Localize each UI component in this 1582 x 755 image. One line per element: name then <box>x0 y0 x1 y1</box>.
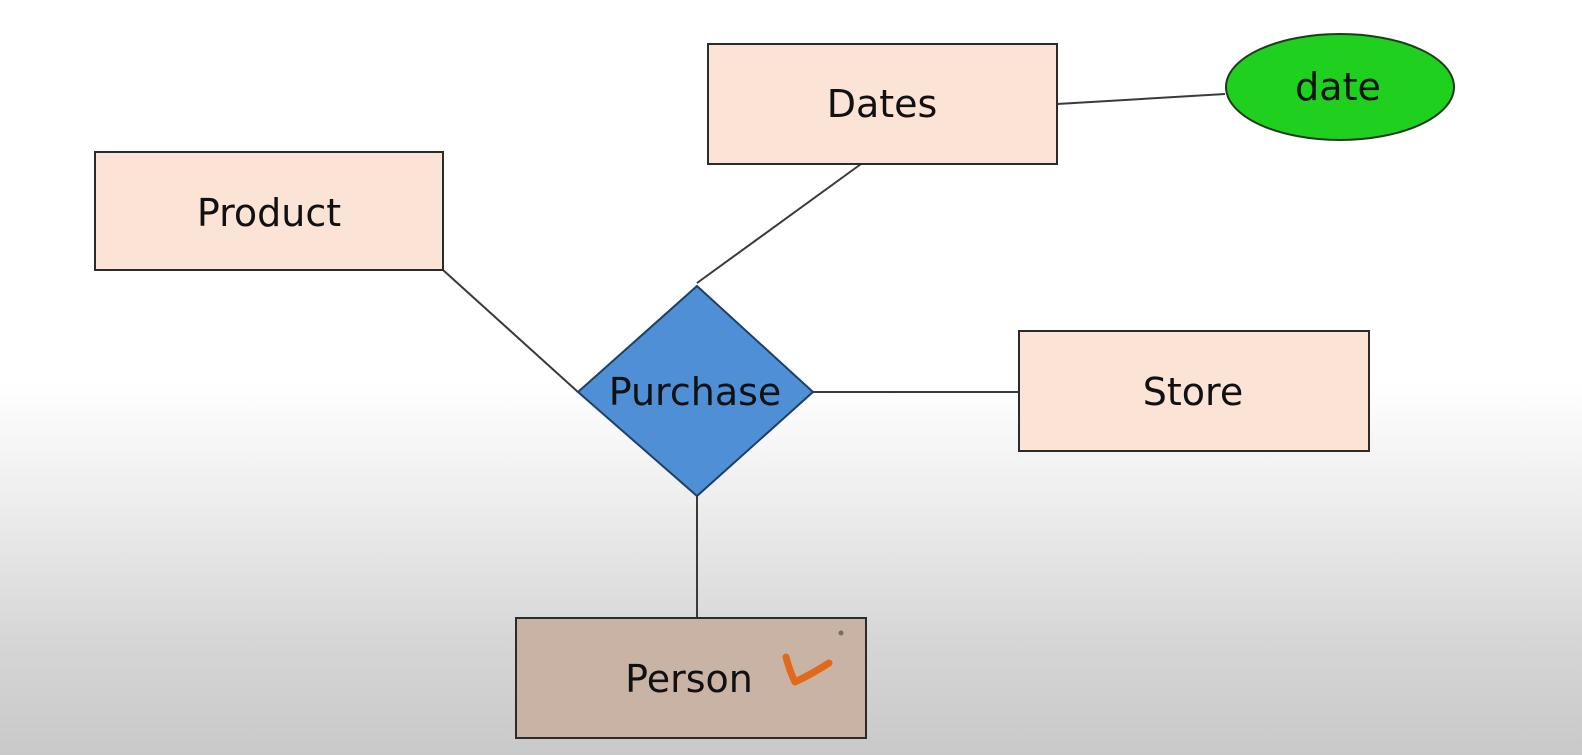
entity-person[interactable]: Person <box>515 617 867 739</box>
entity-store[interactable]: Store <box>1018 330 1370 452</box>
entity-product-label: Product <box>197 191 341 235</box>
attribute-date[interactable]: date <box>1225 33 1455 141</box>
attribute-date-label: date <box>1295 65 1381 109</box>
entity-product[interactable]: Product <box>94 151 444 271</box>
entity-dates-label: Dates <box>827 82 938 126</box>
entity-store-box <box>1018 330 1370 452</box>
edge-purchase-product <box>442 269 579 393</box>
edge-dates-date <box>1056 93 1226 105</box>
checkmark-icon <box>782 653 833 686</box>
relationship-purchase[interactable]: Purchase <box>576 284 815 498</box>
relationship-purchase-diamond <box>576 284 815 498</box>
entity-person-label: Person <box>625 657 753 701</box>
entity-dates-box <box>707 43 1058 165</box>
relationship-purchase-label: Purchase <box>609 370 782 414</box>
dot-mark-icon <box>838 630 844 636</box>
edge-purchase-dates <box>696 163 862 284</box>
attribute-date-ellipse <box>1225 33 1455 141</box>
entity-store-label: Store <box>1143 370 1243 414</box>
entity-product-box <box>94 151 444 271</box>
entity-dates[interactable]: Dates <box>707 43 1058 165</box>
